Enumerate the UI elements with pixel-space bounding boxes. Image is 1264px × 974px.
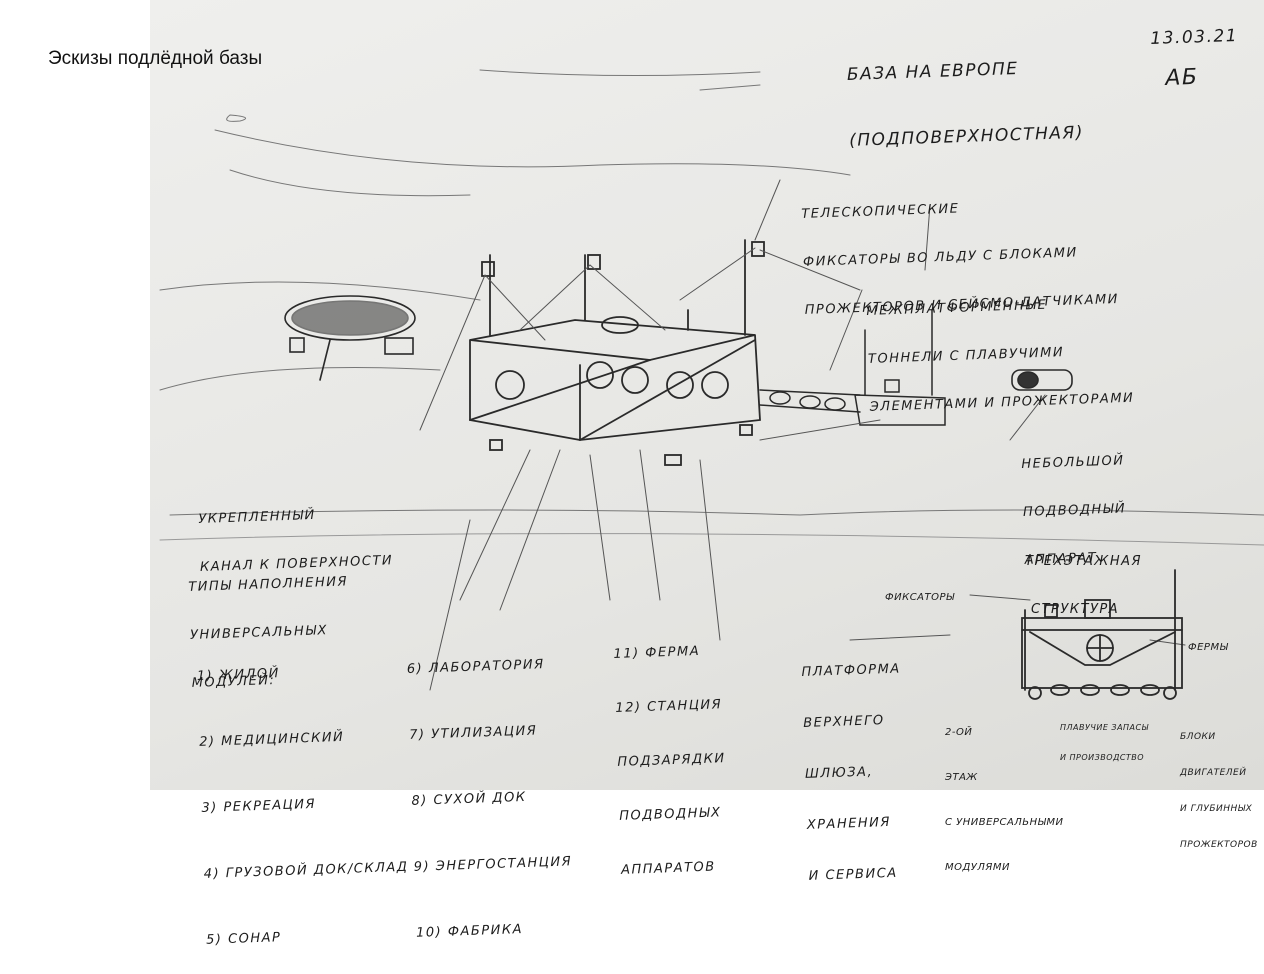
annotation-line: И СЕРВИСА <box>808 865 898 884</box>
sketch-date: 13.03.21 <box>1150 25 1239 49</box>
annotation-line: НЕБОЛЬШОЙ <box>1021 453 1125 472</box>
module-item: 11) ФЕРМА <box>613 643 701 662</box>
annotation-line: ХРАНЕНИЯ <box>806 814 892 833</box>
module-item: ПОДЗАРЯДКИ <box>617 751 726 770</box>
sketch-heading: БАЗА НА ЕВРОПЕ (ПОДПОВЕРХНОСТНАЯ) <box>845 12 1085 174</box>
module-item: 5) СОНАР <box>205 930 282 948</box>
annotation-line: ТИПЫ НАПОЛНЕНИЯ <box>188 574 349 595</box>
ice-surface-lines <box>159 69 1264 546</box>
module-list-col1: 1) ЖИЛОЙ 2) МЕДИЦИНСКИЙ 3) РЕКРЕАЦИЯ 4) … <box>195 615 412 974</box>
heading-line: (ПОДПОВЕРХНОСТНАЯ) <box>848 122 1085 151</box>
annotation-line: БЛОКИ <box>1180 732 1216 742</box>
module-list-col3: 11) ФЕРМА 12) СТАНЦИЯ ПОДЗАРЯДКИ ПОДВОДН… <box>612 606 730 898</box>
annotation-line: ВЕРХНЕГО <box>803 713 885 731</box>
module-item: 9) ЭНЕРГОСТАНЦИЯ <box>413 854 573 875</box>
annotation-tunnels: МЕЖПЛАТФОРМЕННЫЕ ТОННЕЛИ С ПЛАВУЧИМИ ЭЛЕ… <box>865 263 1135 432</box>
canal-platform <box>284 295 416 381</box>
annotation-line: 2-ОЙ <box>945 727 973 738</box>
annotation-trusses: ФЕРМЫ <box>1188 642 1229 653</box>
module-item: 2) МЕДИЦИНСКИЙ <box>198 729 345 750</box>
module-item: 6) ЛАБОРАТОРИЯ <box>406 657 545 677</box>
annotation-second-floor: 2-ОЙ ЭТАЖ С УНИВЕРСАЛЬНЫМИ МОДУЛЯМИ <box>945 695 1063 890</box>
annotation-line: СТРУКТУРА <box>1031 602 1120 617</box>
annotation-line: УКРЕПЛЕННЫЙ <box>198 507 316 527</box>
module-item: 10) ФАБРИКА <box>415 922 524 941</box>
annotation-engines: БЛОКИ ДВИГАТЕЛЕЙ И ГЛУБИННЫХ ПРОЖЕКТОРОВ <box>1180 707 1258 863</box>
annotation-line: ТОННЕЛИ С ПЛАВУЧИМИ <box>867 345 1065 367</box>
base-sketch-drawing <box>159 69 1264 700</box>
page-title: Эскизы подлёдной базы <box>48 48 263 69</box>
module-item: 3) РЕКРЕАЦИЯ <box>201 796 317 816</box>
three-floor-structure <box>1021 569 1183 700</box>
module-item: 12) СТАНЦИЯ <box>615 697 723 716</box>
main-platform <box>469 239 765 466</box>
annotation-line: МЕЖПЛАТФОРМЕННЫЕ <box>866 297 1048 319</box>
annotation-line: ПОДВОДНЫЙ <box>1022 501 1127 520</box>
annotation-platform: ПЛАТФОРМА ВЕРХНЕГО ШЛЮЗА, ХРАНЕНИЯ И СЕР… <box>800 627 909 902</box>
leader-lines <box>419 179 1186 691</box>
annotation-line: ТРЕХЭТАЖНАЯ <box>1025 554 1143 569</box>
annotation-structure: ТРЕХЭТАЖНАЯ СТРУКТУРА <box>1025 522 1142 634</box>
small-submarine <box>1011 369 1073 391</box>
annotation-line: ПЛАТФОРМА <box>801 661 901 680</box>
annotation-line: И ГЛУБИННЫХ <box>1180 804 1253 814</box>
annotation-line: ЭТАЖ <box>945 772 978 783</box>
annotation-line: ПЛАВУЧИЕ ЗАПАСЫ <box>1060 723 1149 732</box>
heading-line: БАЗА НА ЕВРОПЕ <box>846 58 1019 85</box>
module-item: ПОДВОДНЫХ <box>618 805 722 824</box>
annotation-line: ТЕЛЕСКОПИЧЕСКИЕ <box>801 201 960 222</box>
module-list-col2: 6) ЛАБОРАТОРИЯ 7) УТИЛИЗАЦИЯ 8) СУХОЙ ДО… <box>405 609 576 966</box>
annotation-line: ЭЛЕМЕНТАМИ И ПРОЖЕКТОРАМИ <box>869 390 1135 415</box>
annotation-line: И ПРОИЗВОДСТВО <box>1060 753 1145 762</box>
module-item: 8) СУХОЙ ДОК <box>411 789 527 809</box>
module-item: 7) УТИЛИЗАЦИЯ <box>408 723 538 743</box>
annotation-line: МОДУЛЯМИ <box>945 862 1010 873</box>
module-item: 1) ЖИЛОЙ <box>196 666 281 684</box>
annotation-line: ДВИГАТЕЛЕЙ <box>1180 768 1247 778</box>
module-item: АППАРАТОВ <box>620 859 716 878</box>
annotation-fixators: ФИКСАТОРЫ <box>885 592 955 603</box>
annotation-floating: ПЛАВУЧИЕ ЗАПАСЫ И ПРОИЗВОДСТВО <box>1060 703 1149 773</box>
module-item: 4) ГРУЗОВОЙ ДОК/СКЛАД <box>203 859 409 882</box>
annotation-line: ШЛЮЗА, <box>804 764 874 782</box>
signature: АБ <box>1164 64 1199 91</box>
annotation-line: С УНИВЕРСАЛЬНЫМИ <box>945 817 1064 828</box>
annotation-line: ПРОЖЕКТОРОВ <box>1180 840 1258 850</box>
tunnel-and-side-platform <box>759 309 946 426</box>
